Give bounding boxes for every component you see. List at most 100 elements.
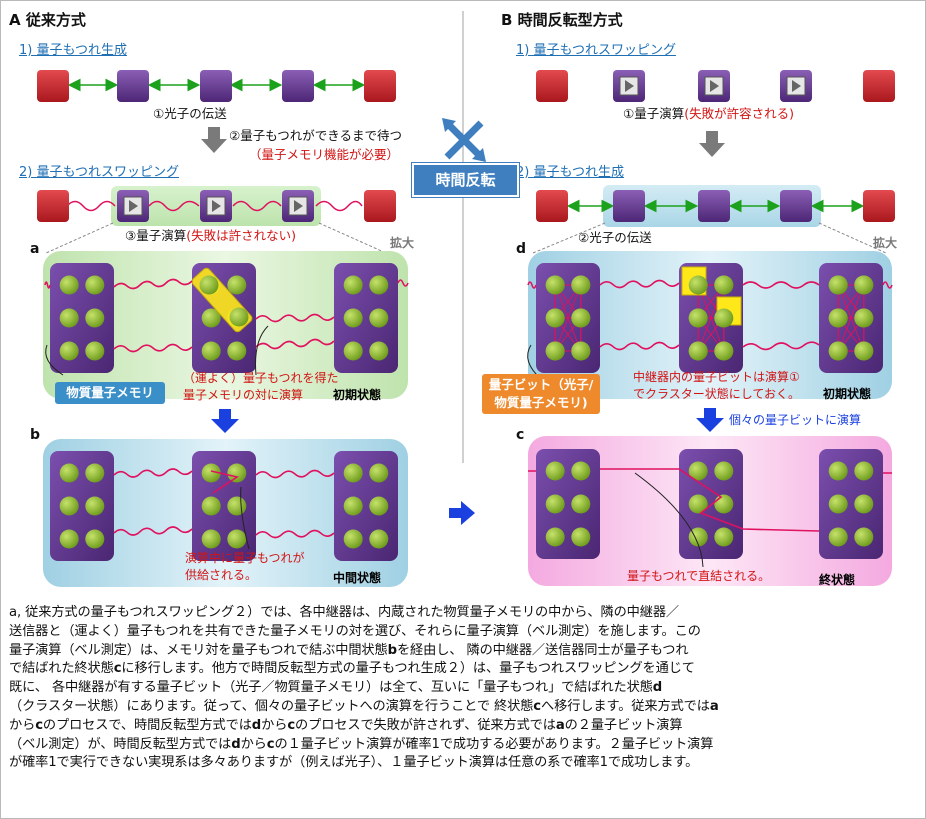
qubit-ball bbox=[854, 461, 874, 481]
section-a-step2: 2) 量子もつれスワッピング bbox=[19, 165, 179, 180]
qubit-ball bbox=[545, 494, 565, 514]
panel-d-note1: 中継器内の量子ビットは演算① bbox=[633, 370, 800, 384]
pointer-arrow bbox=[255, 325, 269, 376]
text-run: 既に、 各中継器が有する量子ビット（光子／物質量子メモリ）は全て、互いに「量子も… bbox=[9, 680, 653, 696]
qubit-ball bbox=[545, 308, 565, 328]
qubit-ball bbox=[545, 527, 565, 547]
sender-node bbox=[37, 190, 69, 222]
qubit-ball bbox=[571, 527, 591, 547]
entanglement-link bbox=[113, 343, 193, 353]
qubit-ball bbox=[688, 494, 708, 514]
qubit-ball bbox=[343, 308, 363, 328]
qubit-ball bbox=[199, 275, 219, 295]
blue-down-arrow bbox=[211, 409, 239, 433]
section-a-title: A 従来方式 bbox=[9, 11, 86, 29]
text-run: のプロセスで失敗が許されず、従来方式では bbox=[295, 717, 556, 733]
qubit-ball bbox=[227, 275, 247, 295]
qubit-ball bbox=[571, 275, 591, 295]
text-run: a, 従来方式の量子もつれスワッピング２）では、各中継器は、内蔵された物質量子メ… bbox=[9, 605, 680, 620]
qubit-ball bbox=[714, 527, 734, 547]
a-down-arrow bbox=[201, 127, 227, 153]
qubit-ball bbox=[688, 308, 708, 328]
qubit-ball bbox=[343, 275, 363, 295]
qubit-ball bbox=[85, 463, 105, 483]
repeater-card bbox=[819, 449, 883, 559]
qubit-ball bbox=[714, 308, 734, 328]
text-run: の２量子ビット演算 bbox=[564, 717, 683, 733]
text-run: へ移行します。従来方式では bbox=[541, 698, 710, 714]
qubit-tag: 量子ビット（光子/物質量子メモリ) bbox=[482, 374, 600, 414]
qubit-ball bbox=[828, 494, 848, 514]
repeater-node bbox=[200, 70, 232, 102]
receiver-node bbox=[863, 190, 895, 222]
sender-node bbox=[536, 190, 568, 222]
qubit-ball bbox=[201, 341, 221, 361]
qubit-ball bbox=[828, 275, 848, 295]
memory-tag: 物質量子メモリ bbox=[55, 382, 165, 404]
text-run: （クラスター状態）にあります。従って、個々の量子ビットへの演算を行うことで 終状… bbox=[9, 698, 534, 714]
qubit-ball bbox=[227, 341, 247, 361]
pointer-arrow bbox=[45, 344, 64, 376]
repeater-node bbox=[780, 190, 812, 222]
section-b-title: B 時間反転型方式 bbox=[501, 11, 623, 29]
qubit-ball bbox=[201, 463, 221, 483]
qubit-ball bbox=[369, 529, 389, 549]
entanglement-link bbox=[44, 281, 51, 289]
receiver-node bbox=[364, 70, 396, 102]
caption-line: 送信器と（運よく）量子もつれを共有できた量子メモリの対を選び、それらに量子演算（… bbox=[9, 623, 923, 642]
qubit-ball bbox=[854, 308, 874, 328]
qubit-ball bbox=[59, 275, 79, 295]
diagram-graphics bbox=[37, 11, 895, 587]
repeater-card bbox=[50, 451, 114, 561]
qubit-ball bbox=[343, 341, 363, 361]
blue-right-arrow bbox=[449, 501, 475, 525]
a-wait-label: ②量子もつれができるまで待つ bbox=[229, 128, 402, 143]
panel-d-state: 初期状態 bbox=[823, 387, 872, 401]
qubit-ball bbox=[369, 463, 389, 483]
repeater-node bbox=[698, 190, 730, 222]
caption-line: からcのプロセスで、時間反転型方式ではdからcのプロセスで失敗が許されず、従来方… bbox=[9, 717, 923, 736]
qubit-ball bbox=[85, 341, 105, 361]
a-wait-note: （量子メモリ機能が必要） bbox=[249, 147, 400, 162]
panel-b-note1: 演算中に量子もつれが bbox=[185, 551, 305, 565]
text-run: から bbox=[261, 717, 288, 733]
qubit-ball bbox=[85, 308, 105, 328]
repeater-card bbox=[334, 451, 398, 561]
panel-c-state: 終状態 bbox=[819, 573, 856, 587]
panel-a-letter: a bbox=[30, 241, 40, 257]
caption-line: が確率1で実行できない実現系は多々ありますが（例えば光子）、１量子ビット演算は任… bbox=[9, 754, 923, 773]
sender-node bbox=[536, 70, 568, 102]
panel-c-note: 量子もつれで直結される。 bbox=[627, 569, 771, 583]
repeater-card bbox=[536, 449, 600, 559]
a-photon-transfer: ①光子の伝送 bbox=[153, 106, 227, 121]
repeater-node bbox=[613, 190, 645, 222]
qubit-ball bbox=[369, 275, 389, 295]
bold-ref: c bbox=[287, 717, 296, 733]
qubit-ball bbox=[227, 463, 247, 483]
blue-down-arrow bbox=[696, 408, 724, 432]
qubit-ball bbox=[201, 308, 221, 328]
entanglement-link bbox=[210, 470, 239, 494]
section-b-step1: 1) 量子もつれスワッピング bbox=[516, 43, 676, 58]
bold-ref: d bbox=[231, 736, 241, 752]
qubit-ball bbox=[59, 463, 79, 483]
qubit-ball bbox=[85, 529, 105, 549]
entanglement-link bbox=[742, 281, 820, 289]
entanglement-link bbox=[255, 338, 335, 350]
panel-a-note2: 量子メモリの対に演算 bbox=[183, 388, 304, 402]
qubit-ball bbox=[201, 496, 221, 516]
entanglement-link bbox=[397, 279, 409, 287]
repeater-card bbox=[192, 451, 256, 561]
a-zoom-label: 拡大 bbox=[390, 236, 415, 250]
text-run: で結ばれた終状態 bbox=[9, 661, 114, 677]
qubit-ball bbox=[545, 341, 565, 361]
text-run: （ベル測定）が、時間反転型方式では bbox=[9, 736, 232, 752]
bold-ref: d bbox=[251, 717, 262, 733]
qubit-ball bbox=[828, 527, 848, 547]
qubit-ball bbox=[688, 461, 708, 481]
qubit-ball bbox=[571, 494, 591, 514]
entanglement-link bbox=[255, 529, 335, 539]
qubit-ball bbox=[227, 529, 247, 549]
sender-node bbox=[37, 70, 69, 102]
entanglement-link bbox=[882, 281, 893, 289]
